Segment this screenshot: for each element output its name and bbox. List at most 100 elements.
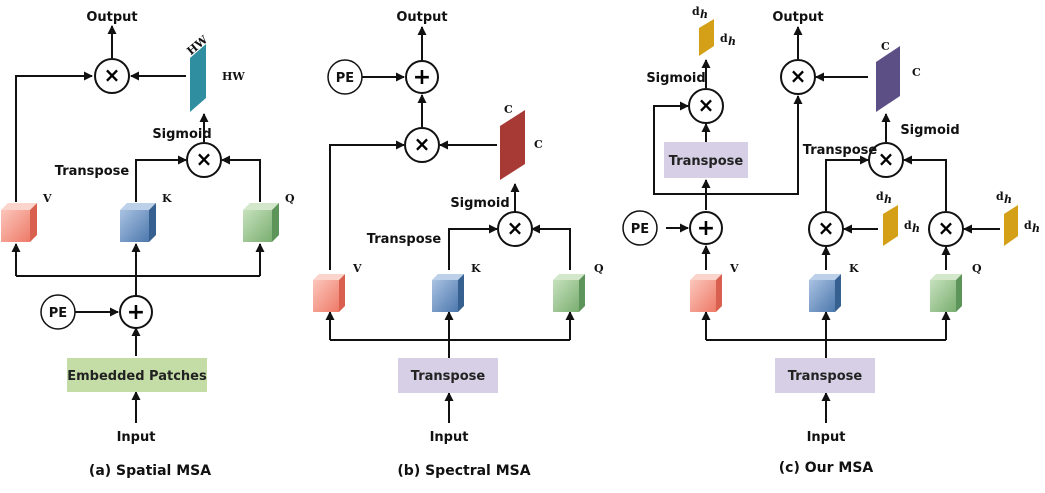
caption-c: (c) Our MSA — [779, 460, 874, 476]
multiply-node-output: × — [404, 127, 440, 163]
embedded-patches-box — [67, 358, 207, 392]
q-block — [930, 274, 962, 312]
c-side-label: C — [912, 66, 921, 79]
multiply-node-qk: × — [868, 142, 904, 178]
dh-top-label-1: d h — [692, 5, 708, 21]
transpose-box-label: Transpose — [788, 369, 863, 384]
panel-spatial-msa: × × + PE Embedded Patches Output Input S… — [1, 10, 295, 479]
multiply-node-output: × — [94, 58, 130, 94]
k-label: K — [471, 262, 481, 275]
multiply-node-q: × — [928, 211, 964, 247]
svg-text:×: × — [790, 64, 807, 88]
svg-text:PE: PE — [336, 71, 354, 86]
k-block — [432, 274, 464, 312]
dh-map-k — [883, 205, 898, 246]
svg-text:PE: PE — [631, 222, 649, 237]
svg-text:d: d — [904, 219, 912, 232]
caption-a: (a) Spatial MSA — [89, 463, 211, 479]
input-label: Input — [807, 430, 846, 445]
sigmoid-label: Sigmoid — [152, 127, 211, 142]
transpose-box-top — [664, 142, 748, 178]
q-label: Q — [594, 262, 604, 275]
svg-text:×: × — [196, 147, 213, 171]
sigmoid-label: Sigmoid — [900, 123, 959, 138]
q-label: Q — [972, 262, 982, 275]
pe-node: PE — [40, 294, 76, 330]
k-label: K — [162, 192, 172, 205]
multiply-node-output: × — [780, 59, 816, 95]
svg-text:×: × — [878, 147, 895, 171]
transpose-box-label: Transpose — [411, 369, 486, 384]
svg-text:h: h — [700, 8, 708, 21]
svg-text:h: h — [1004, 193, 1012, 206]
dh-q-label-2: d h — [1024, 219, 1040, 235]
svg-text:×: × — [818, 216, 835, 240]
svg-text:h: h — [728, 35, 736, 48]
svg-text:+: + — [127, 300, 145, 325]
svg-text:d: d — [996, 190, 1004, 203]
svg-text:×: × — [414, 132, 431, 156]
svg-text:×: × — [104, 63, 121, 87]
transpose-label: Transpose — [803, 143, 878, 158]
caption-b: (b) Spectral MSA — [397, 463, 530, 479]
q-block — [243, 203, 279, 242]
panel-our-msa: Transpose Transpose × + PE × × × × — [622, 5, 1040, 476]
add-node: + — [405, 60, 439, 94]
c-attention-map — [876, 46, 900, 112]
input-label: Input — [117, 430, 156, 445]
c-top-label: C — [881, 40, 890, 53]
v-block — [1, 203, 37, 242]
c-attention-map — [500, 110, 525, 180]
svg-text:h: h — [912, 222, 920, 235]
v-label: V — [729, 262, 739, 275]
pe-node: PE — [622, 210, 658, 246]
embedded-patches-label: Embedded Patches — [67, 369, 207, 384]
svg-text:+: + — [697, 216, 715, 241]
transpose-box — [775, 358, 875, 393]
k-block — [809, 274, 841, 312]
multiply-node-sigmoid: × — [688, 88, 724, 124]
add-node: + — [689, 211, 723, 245]
input-label: Input — [430, 430, 469, 445]
svg-text:h: h — [884, 193, 892, 206]
svg-text:PE: PE — [49, 306, 67, 321]
svg-text:h: h — [1032, 222, 1040, 235]
output-label: Output — [86, 10, 137, 25]
pe-node: PE — [327, 59, 363, 95]
multiply-node-k: × — [808, 211, 844, 247]
dh-k-label-1: d h — [876, 190, 892, 206]
sigmoid-label: Sigmoid — [450, 196, 509, 211]
multiply-node-qk: × — [186, 142, 222, 178]
transpose-box — [398, 358, 498, 393]
svg-text:d: d — [720, 32, 728, 45]
transpose-label: Transpose — [367, 232, 442, 247]
svg-text:d: d — [876, 190, 884, 203]
svg-text:+: + — [413, 65, 431, 90]
dh-map-q — [1004, 205, 1018, 246]
v-label: V — [42, 192, 52, 205]
c-top-label: C — [504, 103, 513, 116]
v-block — [690, 274, 722, 312]
dh-k-label-2: d h — [904, 219, 920, 235]
q-label: Q — [285, 192, 295, 205]
svg-text:d: d — [1024, 219, 1032, 232]
q-block — [553, 274, 585, 312]
svg-text:×: × — [507, 216, 524, 240]
dh-q-label-1: d h — [996, 190, 1012, 206]
c-side-label: C — [534, 138, 543, 151]
dh-map-top — [699, 19, 714, 56]
hw-attention-map — [190, 44, 206, 112]
transpose-box-top-label: Transpose — [669, 154, 744, 169]
output-label: Output — [772, 10, 823, 25]
svg-text:d: d — [692, 5, 700, 18]
dh-top-label-2: d h — [720, 32, 736, 48]
sigmoid-label-top: Sigmoid — [646, 71, 705, 86]
multiply-node-qk: × — [497, 211, 533, 247]
panel-spectral-msa: × × + PE Transpose Output Input Sigmoid … — [313, 10, 604, 479]
transpose-label: Transpose — [55, 164, 130, 179]
svg-text:×: × — [938, 216, 955, 240]
add-node: + — [119, 295, 153, 329]
v-block — [313, 274, 345, 312]
hw-side-label: HW — [222, 70, 245, 83]
